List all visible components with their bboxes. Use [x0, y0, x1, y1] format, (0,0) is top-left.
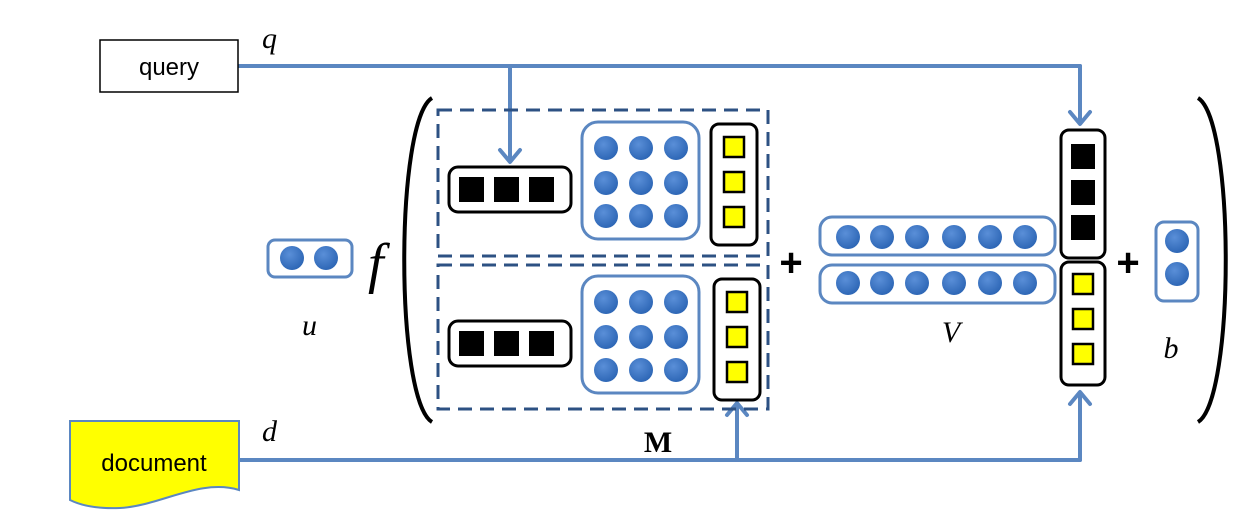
bias-vector-b: [1154, 220, 1200, 303]
arrow-heads: [498, 110, 1092, 417]
q-label: q: [262, 22, 277, 55]
black-square-icon: [1071, 215, 1095, 240]
M-lower-dashed-box: [436, 263, 770, 411]
black-square-icon: [529, 331, 554, 356]
yellow-square-icon: [722, 135, 746, 159]
blue-dot-icon: [314, 246, 338, 270]
u-label: u: [302, 309, 317, 342]
matrix-M: [436, 108, 770, 411]
right-paren: [1196, 96, 1228, 424]
f-label: f: [368, 233, 391, 295]
yellow-square-icon: [725, 325, 749, 349]
black-square-icon: [494, 331, 519, 356]
b-label: b: [1164, 332, 1179, 365]
black-square-icon: [459, 331, 484, 356]
query-box: query: [99, 39, 239, 93]
V-label: V: [942, 316, 964, 349]
plus-sign-1: +: [779, 241, 802, 285]
black-square-icon: [459, 177, 484, 202]
plus-sign-2: +: [1116, 241, 1139, 285]
blue-dot-icon: [280, 246, 304, 270]
black-square-icon: [494, 177, 519, 202]
yellow-square-icon: [725, 360, 749, 384]
M-label: M: [644, 426, 672, 459]
upper-black-vector: [447, 165, 573, 214]
d-label: d: [262, 415, 278, 448]
lower-dot-matrix: [580, 274, 701, 395]
yellow-square-icon: [722, 205, 746, 229]
yellow-square-icon: [1071, 272, 1095, 296]
yellow-square-icon: [1071, 307, 1095, 331]
connection-lines: [236, 64, 1082, 462]
black-square-icon: [1071, 180, 1095, 205]
black-square-icon: [529, 177, 554, 202]
query-label: query: [139, 54, 199, 81]
concat-vector: [1059, 128, 1107, 387]
lower-yellow-vector: [712, 277, 762, 402]
yellow-square-icon: [722, 170, 746, 194]
matrix-V: [818, 215, 1057, 305]
upper-dot-matrix: [580, 120, 701, 241]
M-upper-dashed-box: [436, 108, 770, 258]
u-vector: [266, 238, 354, 279]
document-shape: document: [69, 420, 240, 510]
lower-black-vector: [447, 319, 573, 368]
document-label: document: [101, 450, 207, 477]
yellow-square-icon: [725, 290, 749, 314]
black-square-icon: [1071, 144, 1095, 169]
left-paren: [402, 96, 434, 424]
upper-yellow-vector: [709, 122, 759, 247]
yellow-square-icon: [1071, 342, 1095, 366]
